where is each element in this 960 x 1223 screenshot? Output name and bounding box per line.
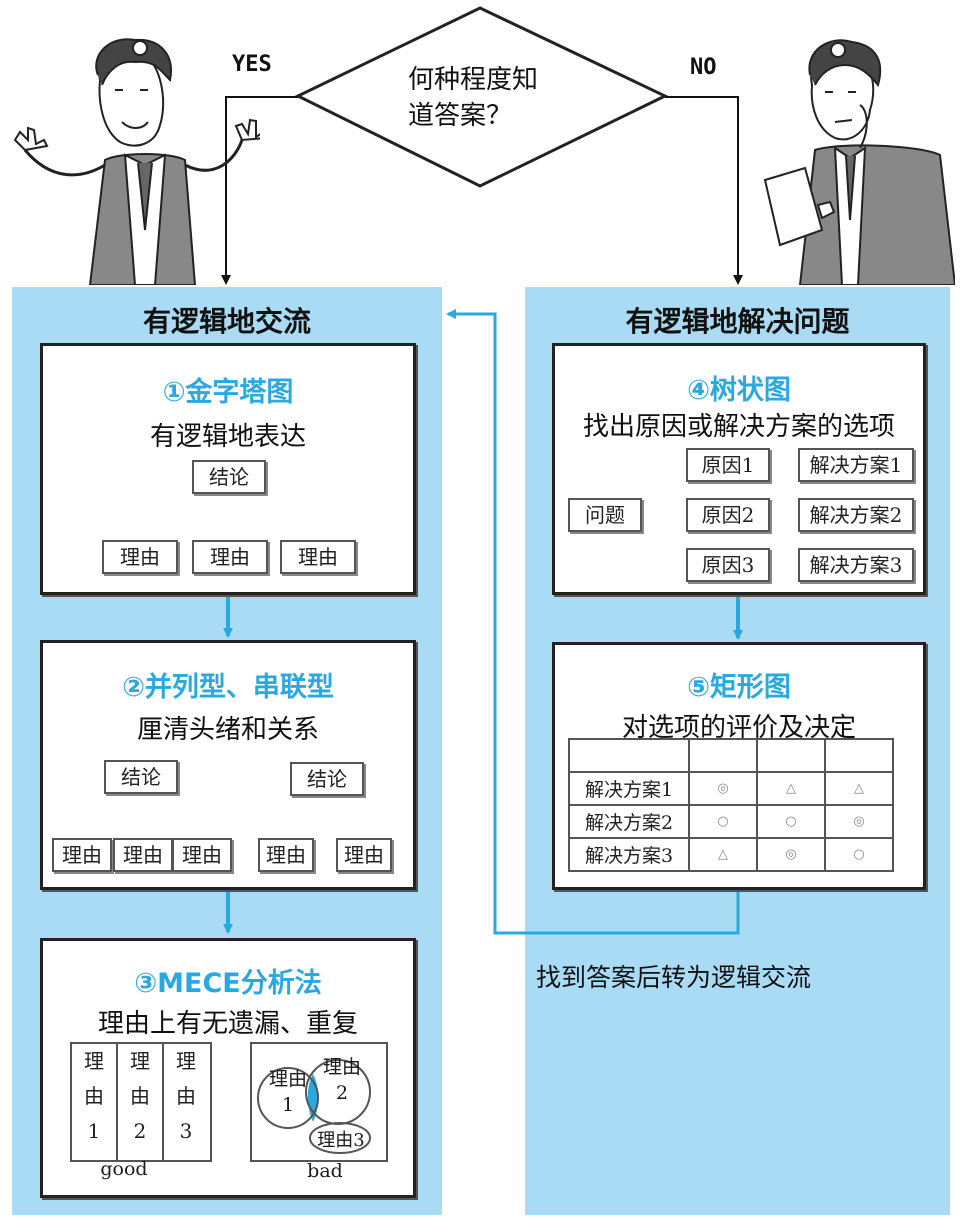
mece-cell-text: 1 [87,1119,101,1143]
left-panel-title: 有逻辑地交流 [142,305,311,338]
evaluation-matrix: 解决方案1 ◎ △ △ 解决方案2 ○ ○ ◎ 解决方案3 △ ◎ ○ [568,738,894,872]
series-reason-box: 理由 [336,838,392,872]
matrix-mark: ○ [756,804,826,839]
matrix-row: 解决方案2 ○ ○ ◎ [568,804,894,839]
mece-bad-circle-2-text: 理由 2 [316,1054,368,1106]
mece-good-column: 理 由 1 [72,1044,118,1160]
matrix-header-cell [568,738,690,773]
mece-good-column: 理 由 3 [164,1044,208,1160]
mece-bad-circle-1-text: 理由 1 [262,1066,314,1118]
tree-title: ④树状图 [687,375,791,406]
matrix-row-label: 解决方案1 [568,771,690,806]
matrix-mark: ◎ [688,771,758,806]
mece-cell-text: 3 [179,1119,193,1143]
parallel-conclusion-box: 结论 [104,760,178,794]
mece-good-grid: 理 由 1 理 由 2 理 由 3 [70,1042,212,1162]
matrix-header-cell [688,738,758,773]
matrix-title: ⑤矩形图 [687,672,791,703]
pyramid-reason-box: 理由 [102,540,178,574]
matrix-mark: △ [824,771,894,806]
mece-cell-text: 理 [130,1049,150,1073]
matrix-header-row [568,738,894,773]
businessman-right-illustration [763,39,955,285]
matrix-row-label: 解决方案2 [568,804,690,839]
parallel-reason-box: 理由 [172,838,232,872]
parallel-reason-box: 理由 [52,838,112,872]
matrix-row: 解决方案3 △ ◎ ○ [568,837,894,872]
series-conclusion-box: 结论 [290,762,364,796]
mece-cell-text: 理 [84,1049,104,1073]
decision-diamond [294,6,669,188]
matrix-mark: △ [688,837,758,872]
return-note: 找到答案后转为逻辑交流 [536,963,812,992]
tree-subtitle: 找出原因或解决方案的选项 [582,412,895,442]
tree-cause-box: 原因1 [686,448,770,482]
parallel-title: ②并列型、串联型 [122,672,334,703]
mece-bad-label: bad [307,1160,343,1182]
tree-cause-box: 原因3 [686,548,770,582]
pyramid-subtitle: 有逻辑地表达 [149,422,306,452]
tree-solution-box: 解决方案2 [798,498,914,532]
mece-circle-label: 理由 [322,1056,361,1078]
mece-bad-circles [257,1059,371,1154]
mece-circle-label: 理由 [268,1068,307,1090]
no-label: NO [690,55,717,80]
matrix-row: 解决方案1 ◎ △ △ [568,771,894,806]
no-connector [665,96,743,285]
matrix-header-cell [824,738,894,773]
mece-cell-text: 由 [84,1084,104,1108]
tree-cause-box: 原因2 [686,498,770,532]
pyramid-conclusion-box: 结论 [192,460,266,494]
parallel-subtitle: 厘清头绪和关系 [136,715,319,745]
decision-question: 何种程度知 道答案？ [408,62,538,134]
tree-problem-box: 问题 [568,498,642,532]
mece-bad-circle-3-text: 理由3 [317,1130,365,1151]
series-reason-box: 理由 [258,838,314,872]
mece-circle-label: 2 [335,1082,349,1104]
mece-cell-text: 由 [176,1084,196,1108]
mece-cell-text: 理 [176,1049,196,1073]
mece-cell-text: 2 [133,1119,147,1143]
pyramid-reason-box: 理由 [192,540,268,574]
mece-cell-text: 由 [130,1084,150,1108]
question-line-1: 何种程度知 [408,65,539,95]
yes-label: YES [232,52,272,77]
right-panel-title: 有逻辑地解决问题 [625,305,850,338]
matrix-row-label: 解决方案3 [568,837,690,872]
parallel-reason-box: 理由 [113,838,173,872]
return-arrow [446,309,740,935]
matrix-mark: ○ [688,804,758,839]
tree-solution-box: 解决方案1 [798,448,914,482]
matrix-mark: ◎ [824,804,894,839]
matrix-mark: ◎ [756,837,826,872]
matrix-header-cell [756,738,826,773]
matrix-mark: △ [756,771,826,806]
mece-good-label: good [100,1158,148,1180]
mece-bad-venn [250,1042,388,1162]
pyramid-reason-box: 理由 [280,540,356,574]
matrix-mark: ○ [824,837,894,872]
tree-solution-box: 解决方案3 [798,548,914,582]
mece-subtitle: 理由上有无遗漏、重复 [97,1009,358,1039]
mece-good-column: 理 由 2 [118,1044,164,1160]
pyramid-title: ①金字塔图 [162,377,294,408]
mece-circle-label: 1 [281,1094,295,1116]
mece-title: ③MECE分析法 [134,968,322,999]
businessman-left-illustration [13,38,260,285]
question-line-2: 道答案？ [408,101,513,131]
yes-connector [221,96,298,285]
